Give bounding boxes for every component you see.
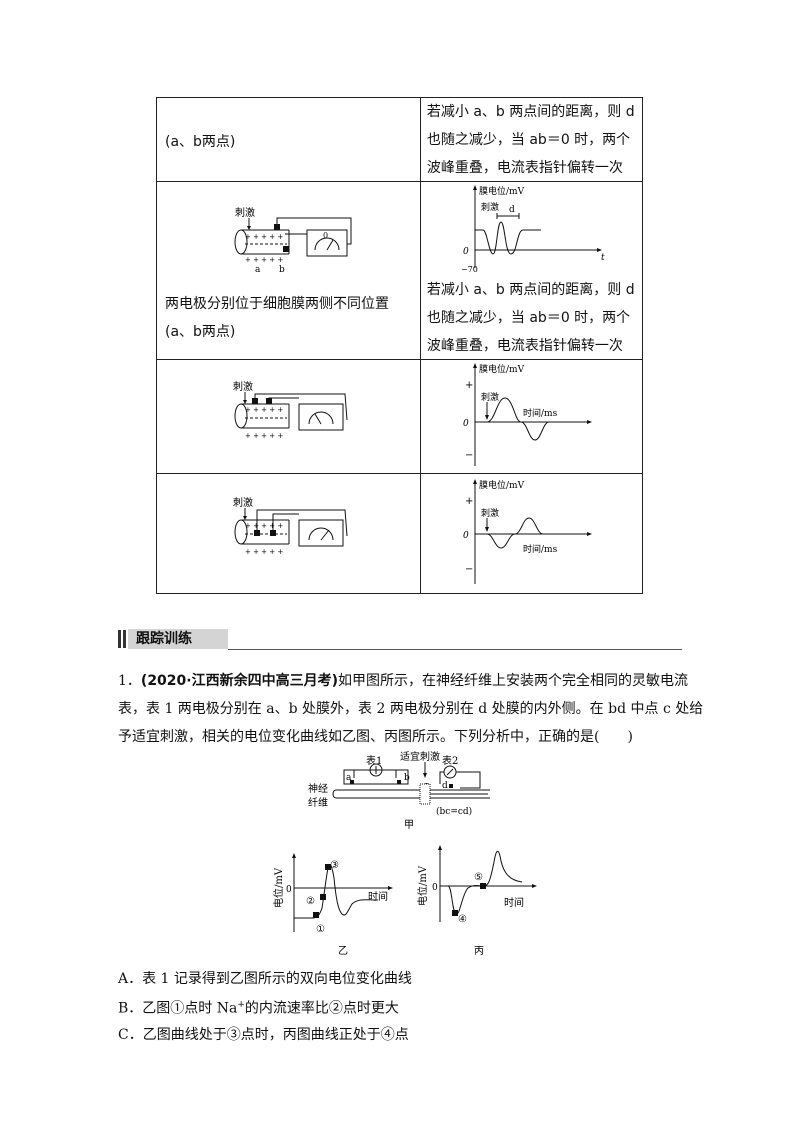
section-header: 跟踪训练 [118,627,682,651]
meter-zero: 0 [323,231,328,240]
row2-right-text: 若减小 a、b 两点间的距离，则 d 也随之减少，当 ab＝0 时，两个 波峰重… [426,282,635,354]
svg-text:③: ③ [330,860,339,871]
figure-jia: 适宜刺激 表1 表2 a b c d 神经 纤维 (bc=cd) 甲 [308,750,490,831]
row1-right-text: 若减小 a、b 两点间的距离，则 d 也随之减少，当 ab＝0 时，两个 波峰重… [426,104,635,176]
svg-text:①: ① [316,924,325,935]
svg-text:刺激: 刺激 [481,391,499,403]
svg-text:−: − [465,564,473,575]
svg-text:丙: 丙 [474,946,484,957]
svg-text:0: 0 [432,883,438,893]
table-cell: 刺激 + + + + + + + + + + [156,473,421,594]
membrane-potential-graph: 膜电位/mV 刺激 d 0 −70 t [461,185,605,274]
table-cell: 膜电位/mV + 刺激 0 时间/ms − [419,359,644,474]
svg-text:刺激: 刺激 [233,380,253,393]
svg-text:−: − [465,450,473,461]
svg-text:刺激: 刺激 [233,496,253,509]
table-cell: 膜电位/mV 刺激 d 0 −70 t 若减小 a、b 两点间的距离，则 d 也… [419,181,644,360]
svg-text:时间/ms: 时间/ms [523,543,558,555]
table-row: 刺激 + + + + + + + + + + [156,359,644,474]
svg-text:乙: 乙 [338,945,348,957]
section-rule [228,649,682,650]
table-row: 刺激 + + + + + + + + + + 0 a b [156,181,644,360]
svg-text:⑤: ⑤ [474,872,483,883]
membrane-potential-graph: 膜电位/mV + 刺激 0 时间/ms − [463,479,592,584]
svg-text:电位/mV: 电位/mV [272,867,285,908]
svg-text:a: a [255,265,261,274]
svg-text:刺激: 刺激 [481,201,499,213]
svg-text:b: b [404,773,410,783]
row2-left-text: 两电极分别位于细胞膜两侧不同位置 (a、b两点) [165,296,389,340]
svg-text:膜电位/mV: 膜电位/mV [479,479,525,491]
comparison-table: (a、b两点) 若减小 a、b 两点间的距离，则 d 也随之减少，当 ab＝0 … [156,97,644,594]
option-b: B．乙图①点时 Na+的内流速率比②点时更大 [118,1000,399,1017]
table-cell: 若减小 a、b 两点间的距离，则 d 也随之减少，当 ab＝0 时，两个 波峰重… [419,97,644,182]
table-cell: 膜电位/mV + 刺激 0 时间/ms − [419,473,644,594]
plus-marks: + + + + + [245,432,283,440]
nerve-diagram: 刺激 + + + + + + + + + + 0 a b [234,206,352,274]
section-bar [118,630,121,648]
svg-text:表2: 表2 [442,754,458,767]
svg-text:+ + + + +: + + + + + [245,233,283,241]
svg-text:0: 0 [286,885,292,895]
table-cell: (a、b两点) [156,97,421,182]
svg-text:时间/ms: 时间/ms [523,407,558,419]
membrane-potential-graph: 膜电位/mV + 刺激 0 时间/ms − [463,363,592,466]
svg-text:神经: 神经 [308,782,328,795]
row1-left-text: (a、b两点) [165,134,236,150]
svg-text:−70: −70 [461,265,478,274]
plus-marks: + + + + + [245,548,283,556]
figure-yi: 电位/mV 0 时间 ① ② ③ 乙 [272,853,393,957]
svg-text:膜电位/mV: 膜电位/mV [479,185,525,197]
svg-text:刺激: 刺激 [235,206,255,219]
svg-text:电位/mV: 电位/mV [416,865,429,906]
svg-text:时间: 时间 [504,896,524,909]
svg-text:+: + [465,496,473,507]
option-a: A．表 1 记录得到乙图所示的双向电位变化曲线 [118,971,412,987]
section-title: 跟踪训练 [136,631,192,647]
svg-text:(bc=cd): (bc=cd) [436,806,472,817]
plus-marks: + + + + + [245,406,283,414]
svg-text:时间: 时间 [368,890,388,903]
svg-text:②: ② [306,896,315,907]
section-bar [123,630,126,648]
table-cell: 刺激 + + + + + + + + + + [156,359,421,474]
table-row: (a、b两点) 若减小 a、b 两点间的距离，则 d 也随之减少，当 ab＝0 … [156,97,644,182]
option-c: C．乙图曲线处于③点时，丙图曲线正处于④点 [118,1026,409,1043]
svg-text:t: t [601,253,605,263]
plus-marks: + + + + + [245,522,283,530]
svg-text:④: ④ [458,914,467,925]
nerve-diagram-internal: 刺激 + + + + + + + + + + [233,496,348,556]
svg-text:a: a [346,773,352,783]
svg-text:0: 0 [463,531,469,541]
svg-text:刺激: 刺激 [481,507,499,519]
svg-text:表1: 表1 [366,754,382,767]
svg-text:+ + + + +: + + + + + [245,256,283,264]
svg-text:纤维: 纤维 [308,796,328,809]
svg-text:甲: 甲 [404,820,414,831]
svg-text:+: + [465,380,473,391]
svg-text:d: d [509,205,515,215]
svg-text:d: d [442,781,448,791]
table-row: 刺激 + + + + + + + + + + [156,473,644,594]
svg-text:0: 0 [463,419,469,429]
question-1: 1．(2020·江西新余四中高三月考)如甲图所示，在神经纤维上安装两个完全相同的… [118,673,704,745]
answer-options: A．表 1 记录得到乙图所示的双向电位变化曲线 B．乙图①点时 Na+的内流速率… [118,966,688,1048]
question-source: (2020·江西新余四中高三月考) [140,673,339,689]
svg-text:适宜刺激: 适宜刺激 [400,750,440,763]
figure-bing: 电位/mV 0 时间 ④ ⑤ 丙 [416,845,537,957]
svg-text:b: b [279,265,285,274]
section-title-box [128,629,228,649]
svg-text:0: 0 [463,247,469,257]
svg-text:膜电位/mV: 膜电位/mV [479,363,525,375]
nerve-diagram-external: 刺激 + + + + + + + + + + [233,380,348,440]
table-cell: 刺激 + + + + + + + + + + 0 a b [156,181,421,360]
